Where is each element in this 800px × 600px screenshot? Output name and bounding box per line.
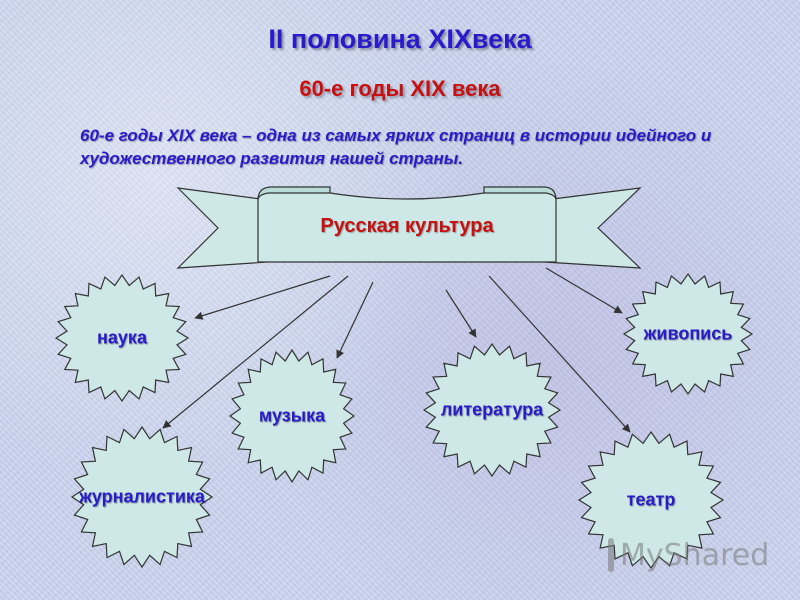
watermark: MyShared bbox=[608, 535, 770, 575]
intro-text: 60-е годы XIX века – одна из самых ярких… bbox=[80, 126, 712, 168]
starburst-nodes bbox=[54, 272, 754, 570]
node-label-teatr: театр bbox=[626, 489, 676, 510]
arrow-to-zhurnalistika bbox=[162, 275, 349, 429]
presentation-icon bbox=[608, 538, 614, 572]
banner-label: Русская культура bbox=[320, 215, 494, 237]
node-label-zhurnalistika: журналистика bbox=[79, 486, 205, 507]
starburst-literatura bbox=[422, 342, 562, 478]
arrow-to-nauka bbox=[194, 275, 331, 320]
arrows bbox=[162, 267, 631, 433]
banner-right-tail bbox=[544, 187, 642, 269]
node-label-muzyka: музыка bbox=[258, 405, 326, 426]
starburst-zhurnalistika bbox=[70, 425, 214, 569]
banner-body bbox=[257, 192, 557, 263]
watermark-text: MyShared bbox=[620, 537, 770, 573]
arrow-to-literatura bbox=[445, 289, 477, 338]
arrow-to-muzyka bbox=[336, 281, 374, 359]
starburst-muzyka bbox=[228, 348, 356, 484]
page-title: II половина XIXвека bbox=[268, 24, 532, 54]
banner-left-tail bbox=[176, 187, 269, 269]
starburst-nauka bbox=[54, 273, 190, 403]
node-label-nauka: наука bbox=[97, 327, 147, 348]
starburst-zhivopis bbox=[622, 272, 754, 396]
russian-culture-banner bbox=[176, 186, 642, 269]
node-label-literatura: литература bbox=[440, 399, 544, 420]
node-label-zhivopis: живопись bbox=[643, 323, 733, 344]
starburst-teatr bbox=[577, 430, 725, 570]
arrow-to-zhivopis bbox=[545, 267, 623, 314]
page-subtitle: 60-е годы XIX века bbox=[299, 76, 501, 101]
arrow-to-teatr bbox=[488, 275, 631, 433]
